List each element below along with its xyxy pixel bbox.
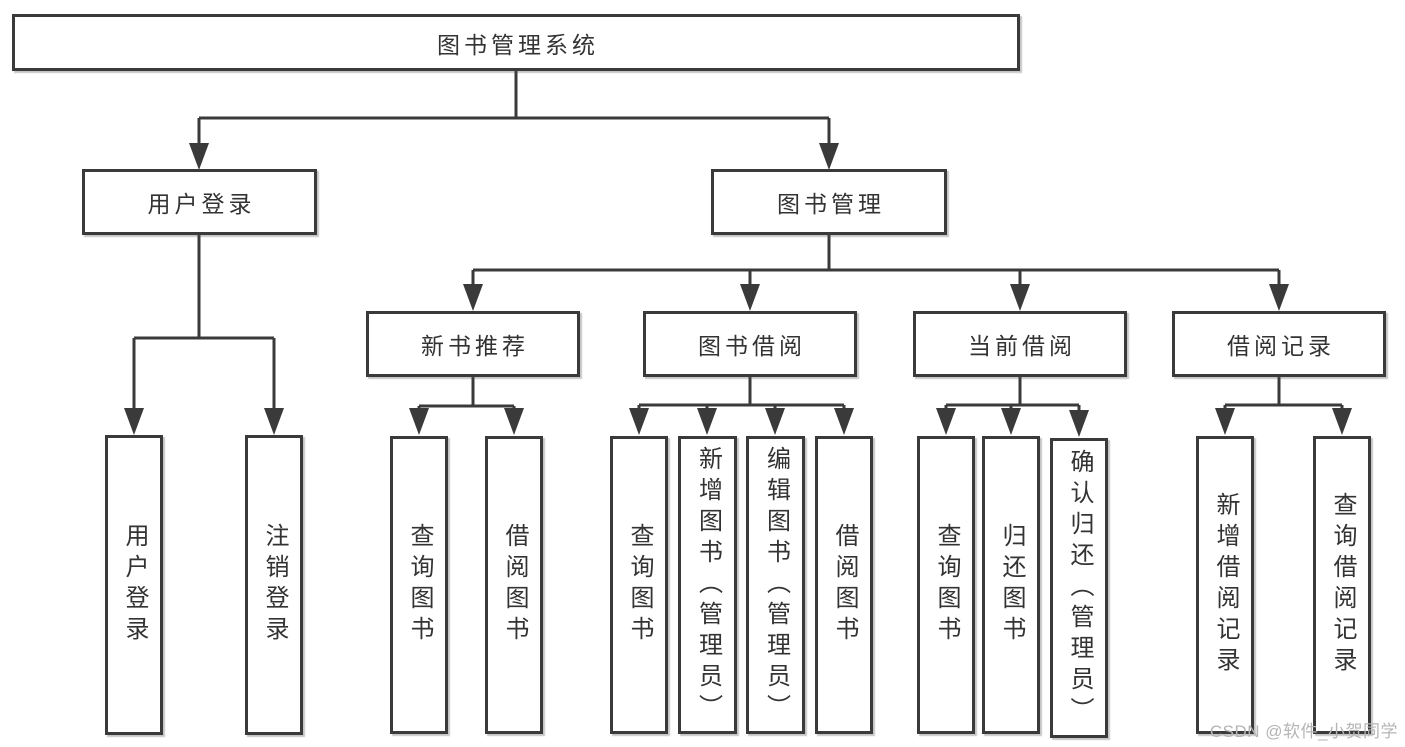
leaf-query-books-current: 查询图书 [917, 436, 975, 734]
arrowhead-icon [740, 284, 760, 311]
node-borrow-records: 借阅记录 [1172, 311, 1386, 377]
leaf-borrow-books-recommend: 借阅图书 [485, 436, 543, 734]
node-new-book-recommend: 新书推荐 [366, 311, 580, 377]
csdn-watermark: CSDN @软件_小贺同学 [1209, 722, 1398, 741]
connector-book-management-to-level3 [471, 235, 1281, 306]
leaf-user-login: 用户登录 [105, 435, 163, 735]
arrowhead-icon [765, 408, 785, 435]
leaf-add-book-admin: 新增图书（管理员） [678, 436, 737, 734]
arrowhead-icon [1069, 410, 1089, 437]
arrowhead-icon [504, 408, 524, 435]
connector-book-borrow-to-leaves [637, 377, 846, 431]
arrowhead-icon [629, 408, 649, 435]
arrowhead-icon [1332, 408, 1352, 435]
leaf-query-borrow-record: 查询借阅记录 [1313, 436, 1371, 734]
leaf-query-books-borrow: 查询图书 [610, 436, 668, 734]
node-current-borrow: 当前借阅 [913, 311, 1127, 377]
connector-user-login-to-leaves [132, 235, 276, 430]
arrowhead-icon [697, 408, 717, 435]
arrowhead-icon [463, 284, 483, 311]
node-book-borrow: 图书借阅 [643, 311, 857, 377]
arrowhead-icon [409, 408, 429, 435]
arrowhead-icon [936, 408, 956, 435]
arrowhead-icon [189, 143, 209, 170]
arrowhead-icon [124, 408, 144, 435]
arrowhead-icon [834, 408, 854, 435]
leaf-add-borrow-record: 新增借阅记录 [1196, 436, 1254, 734]
arrowheads [124, 143, 1352, 437]
arrowhead-icon [1010, 284, 1030, 311]
leaf-confirm-return-admin: 确认归还（管理员） [1050, 438, 1108, 738]
arrowhead-icon [1001, 408, 1021, 435]
node-library-management-system: 图书管理系统 [12, 14, 1020, 71]
node-book-management: 图书管理 [711, 169, 947, 235]
leaf-return-books: 归还图书 [982, 436, 1040, 734]
leaf-query-books-recommend: 查询图书 [390, 436, 448, 734]
arrowhead-icon [264, 408, 284, 435]
connector-new-book-recommend-to-leaves [417, 377, 516, 431]
leaf-logout: 注销登录 [245, 435, 303, 735]
leaf-borrow-books: 借阅图书 [815, 436, 873, 734]
node-user-login: 用户登录 [82, 169, 317, 235]
connector-root-to-level2 [197, 70, 831, 166]
arrowhead-icon [819, 143, 839, 170]
arrowhead-icon [1269, 284, 1289, 311]
connector-borrow-records-to-leaves [1223, 377, 1344, 431]
leaf-edit-book-admin: 编辑图书（管理员） [746, 436, 805, 734]
arrowhead-icon [1215, 408, 1235, 435]
